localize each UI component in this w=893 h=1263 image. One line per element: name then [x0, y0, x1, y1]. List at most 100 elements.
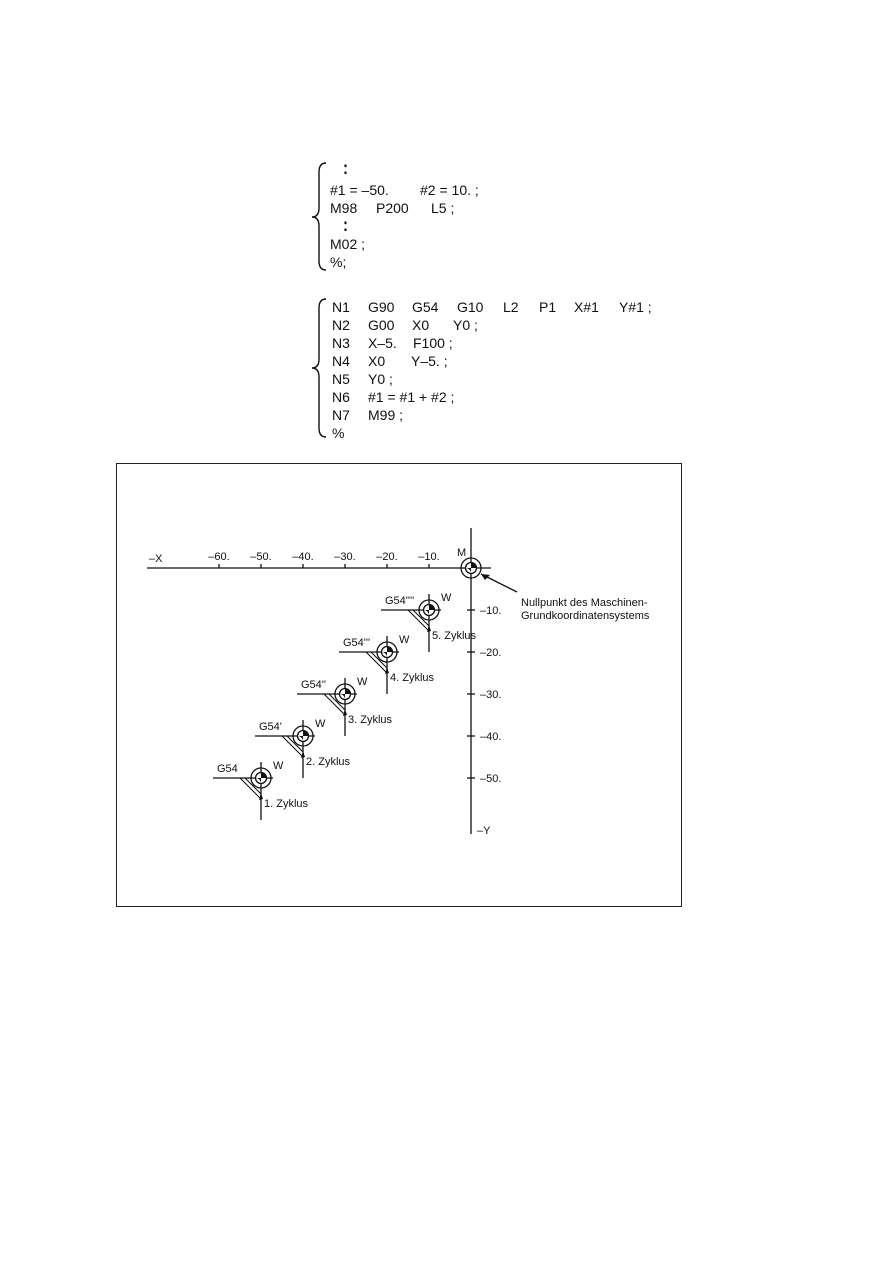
workpiece-origin-1-tool-path-2 — [244, 777, 262, 795]
subprogram-line-2-token-4: Y0 ; — [453, 317, 478, 333]
subprogram-line-1-token-6: P1 — [539, 299, 557, 315]
workpiece-origin-1-w-label: W — [273, 760, 284, 772]
y-tick-label-3: –30. — [480, 689, 501, 701]
workpiece-origin-1-tool-path — [239, 777, 262, 800]
workpiece-origin-4-w-label: W — [399, 634, 410, 646]
workpiece-origin-1-outer-circle — [250, 767, 272, 789]
workpiece-origin-5-outer-circle — [418, 599, 440, 621]
main-program-line-3-token-3: L5 ; — [431, 200, 455, 216]
x-tick-label-2: –50. — [250, 551, 271, 563]
subprogram-line-5-token-1: N5 — [332, 371, 350, 387]
subprogram-line-1-token-4: G10 — [457, 299, 484, 315]
workpiece-origin-4-filled-quadrant-2 — [387, 646, 393, 652]
main-program-line-4-token-1: : — [343, 215, 348, 236]
workpiece-origin-3-w-label: W — [357, 676, 368, 688]
workpiece-origin-3-filled-quadrant — [339, 694, 345, 700]
subprogram-line-3-token-3: F100 ; — [413, 335, 453, 351]
workpiece-origin-4-outer-circle — [376, 641, 398, 663]
workpiece-origin-1-filled-quadrant — [255, 778, 261, 784]
main-program-line-2-token-1: #1 = –50. — [330, 182, 389, 198]
machine-origin-label: M — [457, 547, 466, 559]
main-program-line-5-token-1: M02 ; — [330, 236, 366, 252]
workpiece-origin-2-outer-circle — [292, 725, 314, 747]
subprogram-line-7-token-2: M99 ; — [368, 407, 404, 423]
workpiece-origin-2-tool-path — [281, 735, 304, 758]
subprogram-line-2-token-2: G00 — [368, 317, 395, 333]
workpiece-origin-1-cycle-label: 1. Zyklus — [264, 798, 309, 810]
subprogram-line-1-token-5: L2 — [503, 299, 519, 315]
workpiece-origin-2-g54-label: G54' — [259, 721, 282, 733]
annotation-line-2: Grundkoordinatensystems — [521, 610, 650, 622]
subprogram-line-1-token-2: G90 — [368, 299, 395, 315]
x-tick-label-3: –40. — [292, 551, 313, 563]
workpiece-origin-3-tool-path-2 — [328, 693, 346, 711]
subprogram-line-6-token-1: N6 — [332, 389, 350, 405]
workpiece-origin-5-cycle-label: 5. Zyklus — [432, 630, 477, 642]
y-tick-label-2: –20. — [480, 647, 501, 659]
workpiece-origin-2-tool-path-2 — [286, 735, 304, 753]
machine-origin-outer-circle — [460, 557, 482, 579]
subprogram-line-2-token-3: X0 — [412, 317, 430, 333]
workpiece-origin-3-g54-label: G54'' — [301, 679, 326, 691]
subprogram-line-5-token-2: Y0 ; — [368, 371, 393, 387]
x-tick-label-1: –60. — [208, 551, 229, 563]
workpiece-origin-5-tool-path — [407, 609, 430, 632]
workpiece-origin-4-filled-quadrant — [381, 652, 387, 658]
workpiece-origin-4-cycle-label: 4. Zyklus — [390, 672, 435, 684]
workpiece-origin-5-tool-path-arrow — [427, 625, 431, 632]
workpiece-origin-4-g54-label: G54''' — [343, 637, 370, 649]
workpiece-origin-1-tool-path-arrow — [259, 793, 263, 800]
subprogram-line-4-token-2: X0 — [368, 353, 386, 369]
main-program-line-2-token-2: #2 = 10. ; — [420, 182, 479, 198]
workpiece-origin-3-tool-path — [323, 693, 346, 716]
machine-origin-filled-quadrant — [465, 568, 471, 574]
main-program-line-1-token-1: : — [343, 158, 348, 179]
main-program-line-3-token-2: P200 — [376, 200, 409, 216]
workpiece-origin-2-filled-quadrant-2 — [303, 730, 309, 736]
y-tick-label-4: –40. — [480, 731, 501, 743]
annotation-arrowhead — [481, 574, 490, 580]
coordinate-diagram-frame: –X–Y–60.–50.–40.–30.–20.–10.–10.–20.–30.… — [116, 463, 682, 907]
subprogram-line-4-token-1: N4 — [332, 353, 350, 369]
subprogram-line-1-token-3: G54 — [412, 299, 439, 315]
main-program-line-3-token-1: M98 — [330, 200, 358, 216]
y-axis-label: –Y — [477, 825, 491, 837]
workpiece-origin-4-tool-path — [365, 651, 388, 674]
subprogram-line-4-token-3: Y–5. ; — [411, 353, 448, 369]
workpiece-origin-4-tool-path-2 — [370, 651, 388, 669]
workpiece-origin-3-tool-path-arrow — [343, 709, 347, 716]
main-program-line-6-token-1: %; — [330, 254, 347, 270]
annotation-line-1: Nullpunkt des Maschinen- — [521, 597, 648, 609]
workpiece-origin-5-filled-quadrant-2 — [429, 604, 435, 610]
y-tick-label-5: –50. — [480, 773, 501, 785]
y-tick-label-1: –10. — [480, 605, 501, 617]
x-tick-label-5: –20. — [376, 551, 397, 563]
subprogram-line-1-token-7: X#1 — [574, 299, 599, 315]
workpiece-origin-2-w-label: W — [315, 718, 326, 730]
workpiece-origin-2-filled-quadrant — [297, 736, 303, 742]
x-axis-label: –X — [149, 553, 163, 565]
workpiece-origin-4-tool-path-arrow — [385, 667, 389, 674]
main-program-brace — [311, 162, 327, 271]
subprogram-line-7-token-1: N7 — [332, 407, 350, 423]
workpiece-origin-3-cycle-label: 3. Zyklus — [348, 714, 393, 726]
workpiece-origin-1-g54-label: G54 — [217, 763, 238, 775]
subprogram-line-1-token-8: Y#1 ; — [619, 299, 652, 315]
x-tick-label-6: –10. — [418, 551, 439, 563]
workpiece-origin-2-tool-path-arrow — [301, 751, 305, 758]
subprogram-brace — [311, 298, 327, 438]
workpiece-origin-3-filled-quadrant-2 — [345, 688, 351, 694]
subprogram-line-2-token-1: N2 — [332, 317, 350, 333]
workpiece-origin-5-filled-quadrant — [423, 610, 430, 616]
subprogram-line-8-token-1: % — [332, 425, 345, 441]
subprogram-line-1-token-1: N1 — [332, 299, 350, 315]
workpiece-origin-3-outer-circle — [334, 683, 356, 705]
workpiece-origin-1-filled-quadrant-2 — [261, 772, 267, 778]
workpiece-origin-5-tool-path-2 — [412, 609, 430, 627]
workpiece-origin-2-cycle-label: 2. Zyklus — [306, 756, 351, 768]
workpiece-origin-5-w-label: W — [441, 592, 452, 604]
subprogram-line-3-token-1: N3 — [332, 335, 350, 351]
coordinate-diagram: –X–Y–60.–50.–40.–30.–20.–10.–10.–20.–30.… — [147, 528, 650, 837]
